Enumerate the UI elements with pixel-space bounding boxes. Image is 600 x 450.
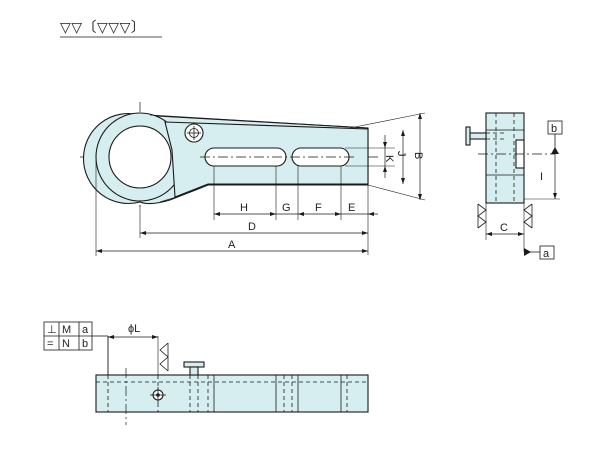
tol-row-2-value: N bbox=[62, 338, 70, 350]
surface-finish-symbols: ▽▽〔▽▽▽〕 bbox=[60, 19, 145, 35]
side-block bbox=[485, 112, 525, 204]
tol-row-1-datum: a bbox=[82, 324, 89, 336]
surface-finish-header: ▽▽〔▽▽▽〕 bbox=[60, 19, 162, 38]
front-view: ⊥ M a = N b ϕL bbox=[43, 321, 369, 425]
tol-row-1-symbol: ⊥ bbox=[47, 324, 57, 336]
datum-label-b: b bbox=[551, 123, 557, 135]
dim-label-k: K bbox=[383, 155, 395, 163]
tol-row-2-symbol: = bbox=[47, 338, 53, 350]
side-screw bbox=[465, 126, 471, 146]
datum-box-a bbox=[539, 245, 555, 260]
dim-label-j: J bbox=[395, 151, 407, 157]
dim-label-b: B bbox=[412, 152, 424, 159]
dim-label-c: C bbox=[500, 222, 508, 234]
clamp-bore bbox=[108, 125, 172, 189]
dim-label-e: E bbox=[348, 202, 355, 214]
dim-label-h: H bbox=[240, 202, 248, 214]
dim-label-i: I bbox=[540, 171, 543, 183]
front-body bbox=[95, 374, 369, 413]
dim-label-a: A bbox=[228, 239, 236, 251]
dim-label-f: F bbox=[315, 202, 322, 214]
dim-label-g: G bbox=[282, 202, 291, 214]
dim-label-d: D bbox=[248, 221, 256, 233]
side-view: b I C a bbox=[465, 112, 563, 260]
tol-row-2-datum: b bbox=[82, 338, 88, 350]
tolerance-table: ⊥ M a = N b bbox=[43, 321, 109, 375]
datum-label-a: a bbox=[543, 248, 550, 260]
top-view: H G F E D A K bbox=[80, 102, 426, 256]
dim-label-l: ϕL bbox=[128, 323, 140, 335]
front-screw-head bbox=[183, 361, 205, 368]
tol-row-1-value: M bbox=[62, 324, 71, 336]
